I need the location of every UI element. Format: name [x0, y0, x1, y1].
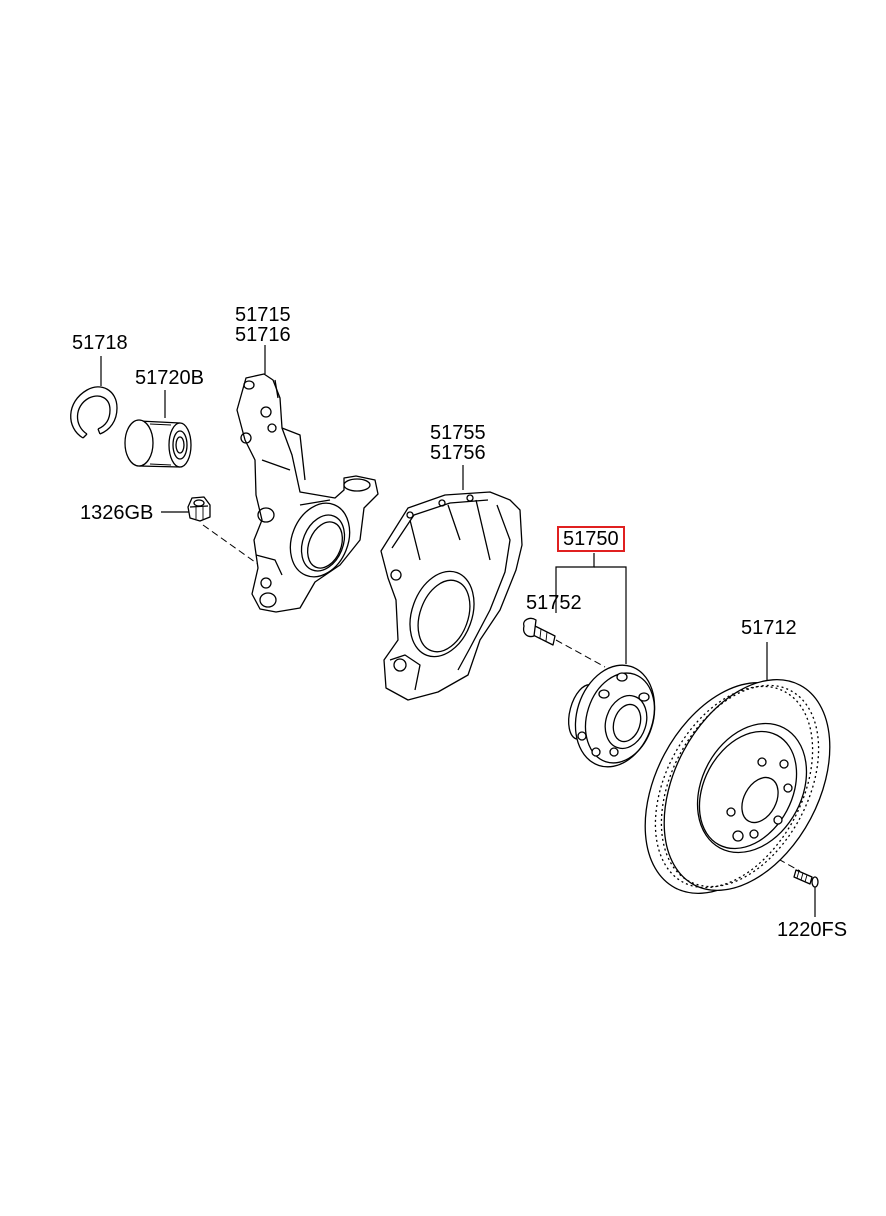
part-label-1220fs[interactable]: 1220FS [777, 919, 848, 941]
part-label-51752[interactable]: 51752 [526, 592, 582, 614]
part-label-51716[interactable]: 51716 [235, 324, 291, 346]
part-label-1326gb[interactable]: 1326GB [80, 502, 154, 524]
dust-cover-drawing [380, 491, 523, 701]
hub-drawing [568, 664, 656, 768]
part-label-51718[interactable]: 51718 [72, 332, 128, 354]
part-label-51712[interactable]: 51712 [741, 617, 797, 639]
part-label-51720b[interactable]: 51720B [135, 367, 204, 389]
leader-lines [100, 345, 816, 917]
part-label-51755[interactable]: 51755 [430, 422, 486, 444]
disc-screw-drawing [793, 869, 819, 888]
part-label-51715[interactable]: 51715 [235, 304, 291, 326]
part-label-51756[interactable]: 51756 [430, 442, 486, 464]
bearing-drawing [124, 419, 192, 468]
snap-ring-drawing [70, 386, 118, 439]
knuckle-drawing [236, 373, 379, 613]
part-label-51750-highlighted[interactable]: 51750 [557, 526, 625, 552]
nut-drawing [187, 496, 211, 522]
brake-disc-drawing [644, 679, 831, 894]
hub-bolt-drawing [522, 617, 556, 646]
